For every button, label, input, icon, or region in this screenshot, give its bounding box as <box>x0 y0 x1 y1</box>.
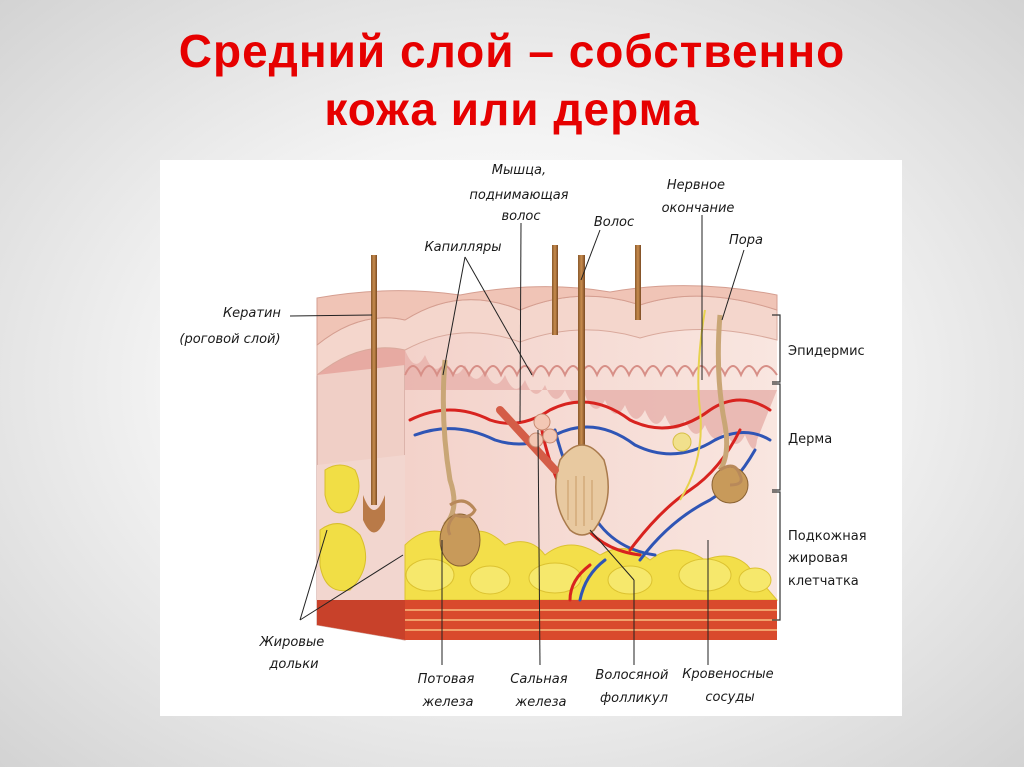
label-pore: Пора <box>729 233 763 248</box>
label-nerve-line-2: окончание <box>662 201 735 216</box>
skin-cross-section-diagram: Мышца, поднимающая волос Волос Нервное о… <box>179 163 871 710</box>
label-vessels-line-2: сосуды <box>705 690 754 705</box>
label-muscle: Мышца, поднимающая волос <box>469 163 572 224</box>
label-nerve: Нервное окончание <box>662 178 735 216</box>
label-follicle: Волосяной фолликул <box>595 668 672 706</box>
arrector-muscle <box>496 406 559 474</box>
nerve-ending <box>672 432 692 452</box>
label-sweat-gland: Потовая железа <box>418 672 479 710</box>
label-fat-lobules: Жировые дольки <box>259 635 329 672</box>
label-subcutaneous-line-1: Подкожная <box>788 529 867 544</box>
label-hair: Волос <box>594 215 634 230</box>
label-follicle-line-1: Волосяной <box>595 668 668 683</box>
label-follicle-line-2: фолликул <box>600 691 668 706</box>
skin-diagram-panel: Мышца, поднимающая волос Волос Нервное о… <box>160 160 902 716</box>
label-sebaceous-gland-line-1: Сальная <box>510 672 567 687</box>
hair-shafts <box>363 245 641 533</box>
nerve-fiber <box>679 309 706 501</box>
label-sweat-gland-line-1: Потовая <box>418 672 475 687</box>
hair-follicle <box>555 444 609 536</box>
label-sebaceous-gland-line-2: железа <box>515 695 567 710</box>
sweat-gland-left <box>439 359 481 567</box>
label-vessels: Кровеносные сосуды <box>682 667 778 705</box>
label-muscle-line-1: Мышца, <box>492 163 546 178</box>
label-subcutaneous: Подкожная жировая клетчатка <box>788 529 871 589</box>
label-keratin-line-1: Кератин <box>223 306 281 321</box>
label-subcutaneous-line-3: клетчатка <box>788 574 859 589</box>
slide-title-line-2: кожа или дерма <box>324 83 700 135</box>
label-vessels-line-1: Кровеносные <box>682 667 773 682</box>
label-muscle-line-2: поднимающая <box>469 188 568 203</box>
label-subcutaneous-line-2: жировая <box>788 551 848 566</box>
sweat-gland-right <box>711 314 749 504</box>
label-keratin: Кератин (роговой слой) <box>179 306 285 347</box>
label-sebaceous-gland: Сальная железа <box>510 672 571 710</box>
sebaceous-gland-shape <box>528 413 558 448</box>
label-muscle-line-3: волос <box>501 209 540 224</box>
slide-title: Средний слой – собственно кожа или дерма <box>0 22 1024 138</box>
block-left-face <box>316 319 406 641</box>
slide-title-line-1: Средний слой – собственно <box>178 25 846 77</box>
label-nerve-line-1: Нервное <box>667 178 725 193</box>
label-epidermis: Эпидермис <box>788 344 865 359</box>
leader-lines <box>289 215 745 666</box>
label-fat-lobules-line-1: Жировые <box>259 635 325 650</box>
label-capillaries: Капилляры <box>424 240 501 255</box>
label-dermis: Дерма <box>788 432 832 447</box>
label-sweat-gland-line-2: железа <box>422 695 474 710</box>
blood-vessels <box>408 398 772 602</box>
epidermis-layer <box>316 285 778 449</box>
deep-layer-bands <box>317 600 777 640</box>
label-keratin-line-2: (роговой слой) <box>179 332 280 347</box>
label-fat-lobules-line-2: дольки <box>268 657 318 672</box>
layer-brackets <box>772 314 781 621</box>
